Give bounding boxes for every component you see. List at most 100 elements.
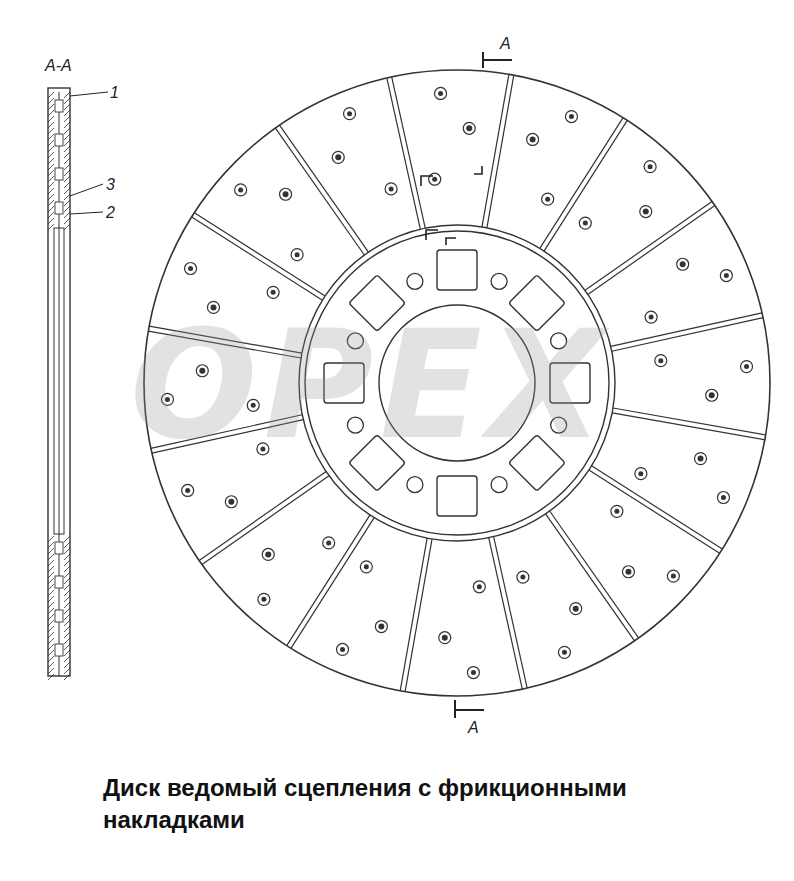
rivet-core bbox=[335, 154, 341, 160]
section-letter: A bbox=[500, 36, 511, 52]
rivet bbox=[622, 566, 634, 578]
rivet-section bbox=[55, 134, 63, 146]
rivet-core bbox=[721, 495, 726, 500]
rivet bbox=[385, 183, 397, 195]
lining-slot bbox=[589, 466, 722, 553]
lining-slot bbox=[192, 213, 325, 300]
rivet bbox=[185, 263, 197, 275]
rivet-section bbox=[55, 100, 63, 112]
rivet bbox=[225, 496, 237, 508]
rivet-core bbox=[638, 471, 643, 476]
callout-number: 1 bbox=[110, 85, 119, 101]
hub-hole bbox=[407, 273, 423, 289]
rivet-core bbox=[438, 91, 443, 96]
rivet-core bbox=[562, 650, 567, 655]
rivet bbox=[611, 505, 623, 517]
rivet bbox=[291, 249, 303, 261]
cut-mark-top bbox=[483, 52, 512, 68]
lining-slot bbox=[611, 313, 763, 351]
rivet bbox=[467, 667, 479, 679]
spring-window bbox=[437, 250, 477, 290]
rivet bbox=[262, 548, 274, 560]
rivet-core bbox=[188, 266, 193, 271]
section-view bbox=[48, 88, 70, 680]
rivet bbox=[337, 643, 349, 655]
rivet-core bbox=[573, 606, 579, 612]
rivet bbox=[706, 389, 718, 401]
rivet-core bbox=[432, 177, 437, 182]
rivet bbox=[344, 108, 356, 120]
rivet-core bbox=[271, 290, 276, 295]
rivet-core bbox=[283, 191, 289, 197]
rivet bbox=[360, 561, 372, 573]
rivet-core bbox=[614, 509, 619, 514]
lining-slot bbox=[275, 125, 368, 255]
rivet-section bbox=[55, 644, 63, 656]
leader-lines bbox=[70, 92, 108, 214]
rivet-core bbox=[569, 114, 574, 119]
rivet bbox=[332, 151, 344, 163]
rivet-core bbox=[471, 670, 476, 675]
section-label: A-A bbox=[45, 58, 72, 74]
rivet bbox=[267, 286, 279, 298]
rivet bbox=[655, 355, 667, 367]
lining-slot bbox=[489, 537, 527, 689]
rivet bbox=[463, 122, 475, 134]
rivet bbox=[558, 646, 570, 658]
rivet-core bbox=[265, 551, 271, 557]
rivet-core bbox=[671, 574, 676, 579]
rivet bbox=[182, 484, 194, 496]
rivet bbox=[677, 258, 689, 270]
rivet-core bbox=[378, 624, 384, 630]
rivet bbox=[527, 133, 539, 145]
rivet-core bbox=[709, 392, 715, 398]
rivet-core bbox=[326, 540, 331, 545]
hub-hole bbox=[491, 273, 507, 289]
rivet-section bbox=[55, 542, 63, 554]
rivet-section bbox=[55, 168, 63, 180]
rivet-core bbox=[442, 635, 448, 641]
rivet-core bbox=[530, 136, 536, 142]
lining-slot bbox=[387, 77, 425, 229]
lining-hatch bbox=[48, 92, 70, 680]
rivet-core bbox=[643, 209, 649, 215]
rivet-core bbox=[295, 252, 300, 257]
watermark: OPEX bbox=[130, 310, 610, 460]
rivet-core bbox=[698, 456, 704, 462]
lining-slot bbox=[546, 511, 639, 641]
rivet bbox=[644, 161, 656, 173]
rivet bbox=[640, 206, 652, 218]
section-letter: A bbox=[468, 720, 479, 736]
rivet bbox=[473, 581, 485, 593]
rivet-core bbox=[185, 488, 190, 493]
rivet bbox=[517, 571, 529, 583]
rivet bbox=[280, 188, 292, 200]
rivet bbox=[645, 311, 657, 323]
rivet bbox=[695, 453, 707, 465]
lining-slot bbox=[400, 538, 432, 692]
rivet-core bbox=[228, 499, 234, 505]
rivet bbox=[570, 603, 582, 615]
rivet-section bbox=[55, 610, 63, 622]
rivet-core bbox=[724, 273, 729, 278]
spring-window bbox=[437, 476, 477, 516]
rivet-core bbox=[389, 186, 394, 191]
rivet bbox=[258, 593, 270, 605]
rivet bbox=[542, 193, 554, 205]
rivet-core bbox=[520, 575, 525, 580]
rivet-core bbox=[658, 358, 663, 363]
lining-slot bbox=[540, 118, 627, 251]
rivet bbox=[375, 621, 387, 633]
rivet-core bbox=[625, 569, 631, 575]
lining-slot bbox=[482, 74, 514, 228]
rivet-core bbox=[545, 197, 550, 202]
rivet-core bbox=[340, 647, 345, 652]
rivet bbox=[579, 217, 591, 229]
rivet bbox=[741, 361, 753, 373]
rivet-section bbox=[55, 576, 63, 588]
rivet-core bbox=[238, 187, 243, 192]
section-path-marks bbox=[421, 166, 482, 245]
rivet bbox=[565, 111, 577, 123]
caption: Диск ведомый сцепления с фрикционными на… bbox=[103, 772, 703, 837]
rivet-core bbox=[364, 564, 369, 569]
